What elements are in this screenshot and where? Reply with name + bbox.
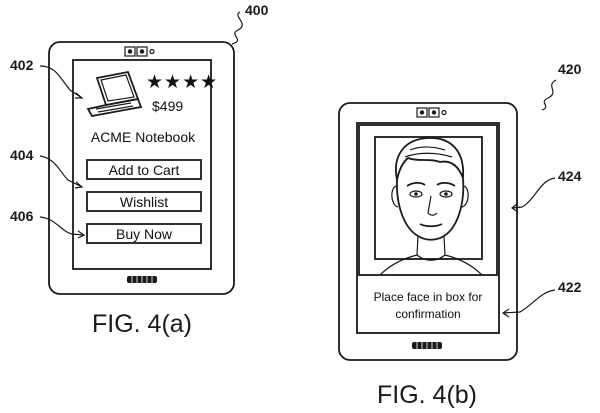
buy-now-label: Buy Now [116, 226, 173, 242]
ref-402: 402 [10, 57, 34, 73]
ref-400: 400 [245, 2, 269, 18]
product-price: $499 [152, 98, 183, 114]
leader-404 [39, 155, 83, 188]
leader-422 [502, 289, 556, 314]
figure-4a: ★★★★ $499 ACME Notebook Add to Cart Wish… [10, 2, 269, 338]
leader-424 [511, 177, 556, 209]
leader-402 [39, 65, 83, 99]
buy-now-button[interactable]: Buy Now [86, 223, 202, 244]
product-name: ACME Notebook [91, 129, 196, 145]
laptop-icon [86, 70, 143, 118]
ref-422: 422 [558, 279, 582, 295]
home-button-icon[interactable] [127, 276, 157, 283]
ref-424: 424 [558, 168, 582, 184]
ref-420: 420 [558, 61, 582, 77]
caption-4b: FIG. 4(b) [377, 381, 477, 409]
tablet-device-b [338, 102, 518, 361]
product-rating: ★★★★ [146, 72, 218, 93]
tablet-device-a [48, 41, 235, 295]
ref-406: 406 [10, 208, 34, 224]
figure-4b: Place face in box for confirmation 420 4… [338, 61, 582, 409]
add-to-cart-button[interactable]: Add to Cart [86, 159, 202, 180]
leader-400 [231, 11, 243, 45]
camera-icon [124, 46, 155, 57]
face-guide-box [374, 136, 483, 260]
leader-406 [39, 216, 85, 236]
tablet-screen-a [72, 59, 212, 270]
leader-420 [541, 79, 557, 111]
caption-4a: FIG. 4(a) [92, 310, 192, 338]
tablet-screen-b [356, 122, 500, 334]
confirmation-message-line2: confirmation [395, 307, 460, 321]
home-button-icon[interactable] [412, 342, 442, 349]
add-to-cart-label: Add to Cart [109, 162, 180, 178]
confirmation-message-line1: Place face in box for [374, 290, 483, 304]
face-icon [379, 137, 483, 276]
ref-404: 404 [10, 147, 34, 163]
wishlist-label: Wishlist [120, 194, 168, 210]
wishlist-button[interactable]: Wishlist [86, 191, 202, 212]
camera-icon [416, 107, 447, 118]
camera-viewport [358, 124, 498, 276]
